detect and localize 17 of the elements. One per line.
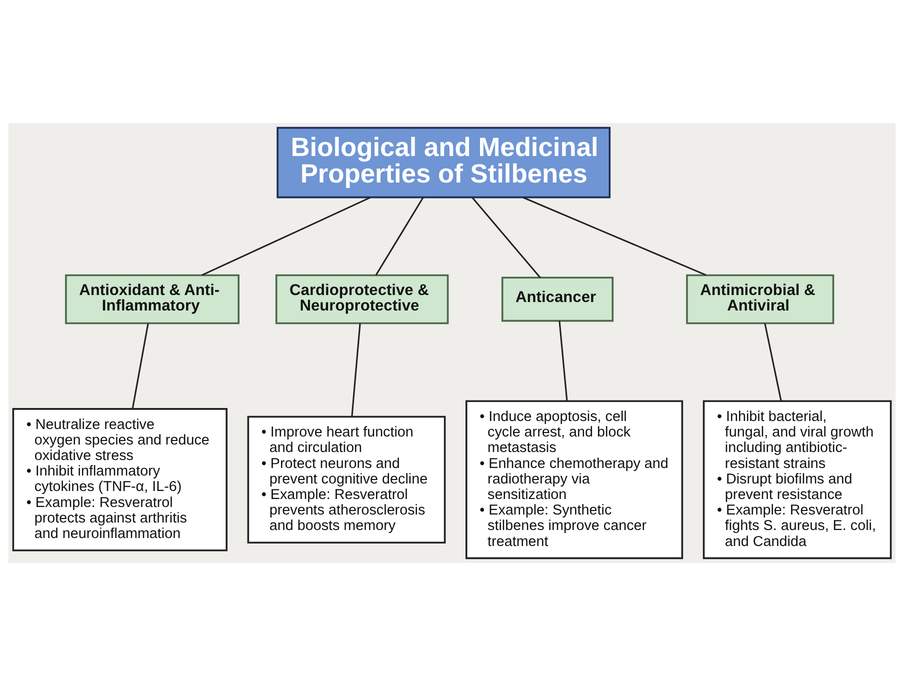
connector: [472, 196, 541, 278]
node-box: Cardioprotective & Neuroprotective: [275, 274, 449, 324]
node-box: Anticancer: [501, 276, 614, 322]
connector: [522, 196, 706, 276]
connector: [132, 322, 149, 408]
connector: [351, 322, 361, 416]
node-box: • Improve heart function and circulation • Protect neurons and prevent cognitive decline • Example: Resveratrol prevents atherosclerosis and boosts memory: [247, 415, 446, 544]
connector: [375, 196, 424, 276]
node-box: Antioxidant & Anti-Inflammatory: [65, 274, 240, 324]
node-box: • Induce apoptosis, cell cycle arrest, and block metastasis • Enhance chemotherapy and radiotherapy via sensitization • Example: Synthetic stilbenes improve cancer treatment: [465, 400, 684, 559]
node-box: • Inhibit bacterial, fungal, and viral growth including antibiotic-resistant strains • Disrupt biofilms and prevent resistance • Example: Resveratrol fights S. aureus, E. coli, and Candida: [702, 400, 892, 559]
node-box: • Neutralize reactive oxygen species and reduce oxidative stress • Inhibit inflammatory cytokines (TNF-α, IL-6) • Example: Resveratrol protects against arthritis and neuroinflammation: [12, 408, 228, 551]
connector: [558, 320, 568, 401]
connector: [764, 322, 782, 400]
connector: [202, 196, 371, 276]
node-box: Antimicrobial & Antiviral: [686, 274, 834, 324]
node-box: Biological and Medicinal Properties of Stilbenes: [276, 126, 611, 198]
